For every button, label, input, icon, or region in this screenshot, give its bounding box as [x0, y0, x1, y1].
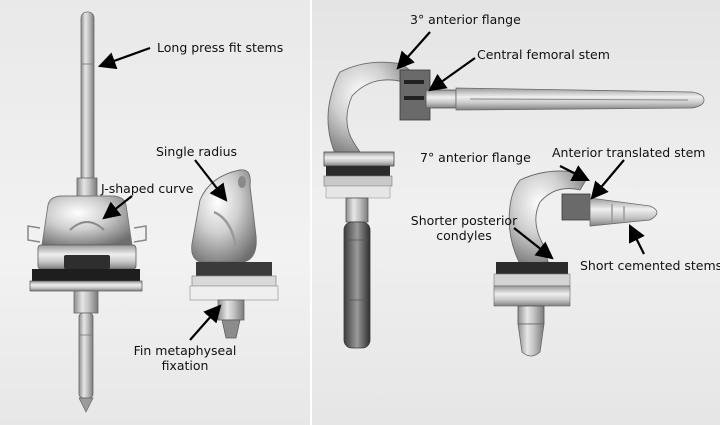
label-fin-metaphyseal-fixation: Fin metaphyseal fixation: [133, 343, 237, 373]
label-shorter-posterior-condyles: Shorter posterior condyles: [410, 213, 518, 243]
label-long-press-fit-stems: Long press fit stems: [157, 40, 284, 55]
long-stem-implant-side: [323, 61, 705, 349]
short-stem-implant-side: [493, 170, 658, 357]
arrow-j-shaped: [102, 195, 133, 220]
arrow-central-femoral-stem: [428, 57, 476, 92]
arrow-single-radius: [194, 159, 228, 202]
callout-arrows: [97, 31, 645, 341]
stemmed-implant-front: [27, 11, 147, 413]
label-single-radius: Single radius: [156, 144, 238, 159]
label-central-femoral-stem: Central femoral stem: [477, 47, 610, 62]
panel-divider: [310, 0, 312, 425]
label-j-shaped-curve: J-shaped curve: [101, 181, 194, 196]
single-radius-implant: [189, 169, 279, 339]
arrow-7-anterior-flange: [559, 165, 590, 181]
label-7-anterior-flange: 7° anterior flange: [420, 150, 531, 165]
arrow-fin-metaphyseal: [189, 304, 222, 341]
arrow-3-anterior-flange: [396, 31, 431, 70]
label-3-anterior-flange: 3° anterior flange: [410, 12, 521, 27]
arrow-shorter-posterior-condyles: [513, 227, 554, 260]
label-short-cemented-stems: Short cemented stems: [580, 258, 720, 273]
label-anterior-translated-stem: Anterior translated stem: [552, 145, 706, 160]
arrow-anterior-translated-stem: [590, 159, 625, 200]
arrow-short-cemented-stems: [629, 224, 645, 255]
arrow-long-press-fit: [97, 46, 151, 70]
